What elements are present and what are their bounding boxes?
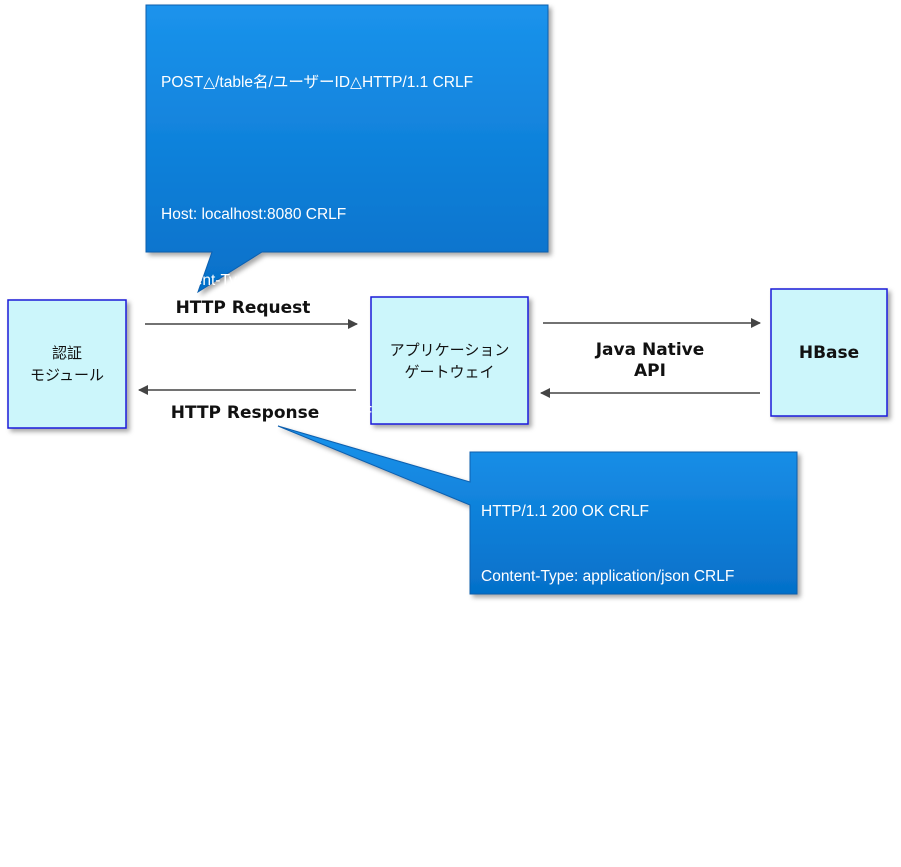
hbase-box (770, 288, 888, 417)
response-body: BODY ( JSON ) (481, 825, 594, 843)
request-crlf: CRLF (161, 470, 202, 487)
request-content-type-header: Content-Type: application/json CRLF (161, 272, 415, 289)
response-crlf: CRLF (481, 696, 522, 714)
response-transfer-encoding-header: Transfer-Encoding: chunked CRLF (481, 632, 720, 649)
request-body: BODY ( JSON ) (161, 602, 274, 619)
auth-module-label: 認証 モジュール (8, 300, 126, 428)
java-native-api-label-line2: API (634, 361, 666, 381)
gateway-label-line2: ゲートウェイ (404, 362, 495, 381)
request-line: POST△/table名/ユーザーID△HTTP/1.1 CRLF (161, 74, 474, 91)
request-host-header: Host: localhost:8080 CRLF (161, 206, 347, 223)
response-blank-line (481, 759, 734, 781)
auth-module-label-line1: 認証 (51, 344, 82, 362)
response-content-type-header: Content-Type: application/json CRLF (481, 567, 735, 585)
java-native-api-label-line1: Java Native (595, 340, 705, 360)
request-callout-bubble (145, 4, 549, 294)
request-blank-line-2 (161, 534, 473, 556)
response-status-line: HTTP/1.1 200 OK CRLF (481, 503, 649, 520)
http-response-label: HTTP Response (170, 403, 320, 423)
java-native-api-label: Java Native API (570, 340, 730, 382)
request-accept-header: Accept: application/json CRLF (161, 338, 369, 355)
request-blank-line (161, 138, 473, 160)
request-content-length-header: Content-Length: [length] CRLF (161, 404, 373, 421)
diagram-canvas (7, 4, 888, 595)
gateway-box (370, 296, 529, 425)
gateway-label: アプリケーション ゲートウェイ (371, 297, 528, 424)
response-callout-bubble (277, 425, 798, 595)
auth-module-box (7, 299, 127, 429)
hbase-label-text: HBase (798, 342, 860, 363)
response-callout-text: HTTP/1.1 200 OK CRLF Content-Type: appli… (481, 458, 734, 867)
auth-module-label-line2: モジュール (30, 366, 104, 384)
gateway-label-line1: アプリケーション (389, 340, 510, 359)
hbase-label: HBase (771, 289, 887, 416)
http-request-label: HTTP Request (175, 298, 311, 318)
